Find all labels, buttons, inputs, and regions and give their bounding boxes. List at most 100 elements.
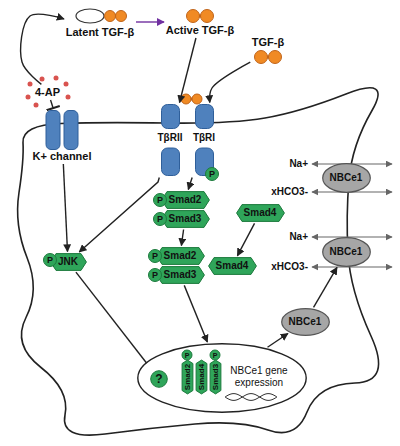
hexagon [210,360,221,394]
ion-channel: K+ channel [33,110,92,163]
node-text: Smad3 [164,269,197,281]
hexagon [236,205,284,222]
ion-label: Na+ [289,231,308,243]
pathway-arrow [188,177,192,189]
drug-dot [40,77,45,82]
node-text: Smad4 [216,260,249,272]
ligand-sphere [255,50,268,63]
node-text: 4-AP [35,86,61,99]
unknown-factor: ? [150,370,168,388]
drug-dot [66,95,71,100]
receptor-domain [161,105,179,129]
icon [72,6,128,26]
transporter-oval: NBCe1 [322,163,371,193]
protein-hexagon: Smad3 [156,266,205,284]
phospho-badge: P [210,350,221,361]
pathway-arrow [184,285,207,342]
inhibition-line [51,100,54,108]
node-text: JNK [58,256,78,268]
node-text: TGF-β [252,36,284,49]
node-text: NBCe1 [289,316,322,328]
oval [322,238,370,267]
phospho-badge: P [153,193,167,207]
ligand-sphere [201,9,214,22]
node-text: Smad2 [169,194,202,206]
protein-hexagon: Smad2 [161,191,210,209]
node-text: K+ channel [33,150,92,163]
phospho-badge: P [182,350,193,361]
pathway-arrow [79,177,159,252]
node-text: Smad2 [182,364,192,390]
cell-membrane [18,88,379,435]
transporter-oval: NBCe1 [281,308,330,336]
hexagon [208,258,256,275]
hexagon [156,248,204,265]
protein-hexagon: Smad2 [181,360,193,395]
protein-hexagon: Smad4 [236,204,285,222]
ligand-label: Active TGF-β [166,8,235,37]
icon [45,110,79,150]
pathway-arrow [136,21,164,22]
pathway-arrow [63,164,67,252]
node-text: Latent TGF-β [66,26,134,39]
dna-strand [225,394,277,401]
dna-strand [225,394,277,401]
drug-dot [26,95,31,100]
pathway-arrow [237,223,254,255]
node-text: Smad4 [244,207,277,219]
phospho-badge: P [148,249,162,263]
hexagon [182,360,193,394]
ligand-sphere [269,50,282,63]
hexagon [161,211,209,228]
node-text: TβRII [158,129,183,147]
bound-ligand [192,94,202,104]
latency-loop [76,9,104,23]
protein-hexagon: Smad3 [209,360,221,395]
ion-flux-arrow [312,266,392,267]
phospho-badge: P [205,167,219,181]
node-text: TβRI [193,129,215,147]
pathway-arrow [180,38,196,103]
hexagon [196,360,207,394]
node-text: NBCe1 gene expression [223,365,295,389]
protein-hexagon: Smad4 [208,257,257,275]
drug-dot [54,76,59,81]
node-text: Smad4 [196,364,206,390]
icon [185,8,215,24]
oval [281,309,329,336]
ion-label: xHCO3- [271,186,308,198]
hexagon [156,267,204,284]
ligand-sphere [187,9,200,22]
ion-flux-arrow [312,236,392,237]
nucleus: Smad2 Smad4 Smad3? NBCe1 gene expression [137,343,307,413]
protein-hexagon: Smad2 [156,247,205,265]
drug-label: 4-AP [35,86,61,99]
drug-dot [34,103,39,108]
bound-ligand [181,94,191,104]
pathway-arrow [181,229,183,245]
phospho-badge: P [148,268,162,282]
transporter-oval: NBCe1 [322,237,371,267]
node-text: NBCe1 [330,246,363,258]
icon [253,49,283,65]
pathway-arrow [21,14,64,84]
receptor-domain [161,148,179,176]
node-text: ? [155,372,162,386]
nuclear-envelope [138,344,306,412]
node-text: Smad3 [169,213,202,225]
circle [151,371,168,388]
pathway-arrow [76,272,153,371]
phospho-badge: P [43,253,57,267]
ligand-sphere [105,10,116,21]
pathway-arrow [210,62,251,102]
hexagon [161,192,209,209]
pathway-arrow [314,267,337,307]
ligand-label: Latent TGF-β [66,6,135,39]
ion-label: xHCO3- [271,261,308,273]
node-text: Smad3 [210,364,220,390]
drug-dot [28,82,33,87]
pathway-arrow [268,334,288,348]
phospho-badge: P [153,212,167,226]
